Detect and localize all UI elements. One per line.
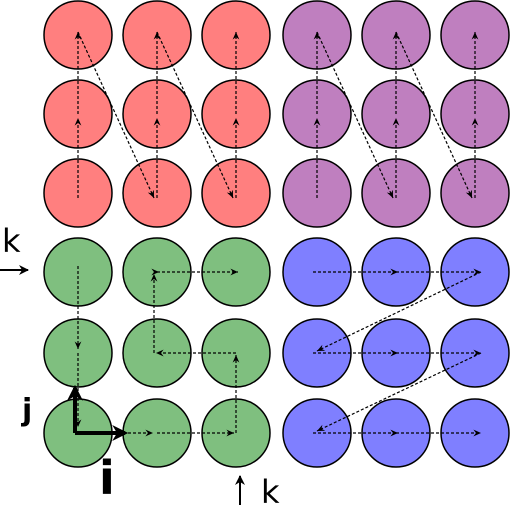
k-left-label: k — [2, 222, 21, 260]
top-left-path-diag-0 — [77, 31, 155, 199]
top-left-path-diag-1 — [156, 31, 234, 199]
top-right-path-diag-1 — [395, 31, 473, 199]
j-axis-label: j — [21, 393, 32, 428]
k-bottom-label: k — [261, 473, 280, 507]
bottom-right-diag-0 — [316, 271, 482, 352]
ij-axes — [67, 384, 129, 441]
cell-grid — [43, 0, 510, 468]
bottom-right-diag-1 — [316, 352, 482, 432]
i-axis-label: i — [99, 451, 115, 505]
top-right-path-diag-0 — [316, 31, 394, 199]
